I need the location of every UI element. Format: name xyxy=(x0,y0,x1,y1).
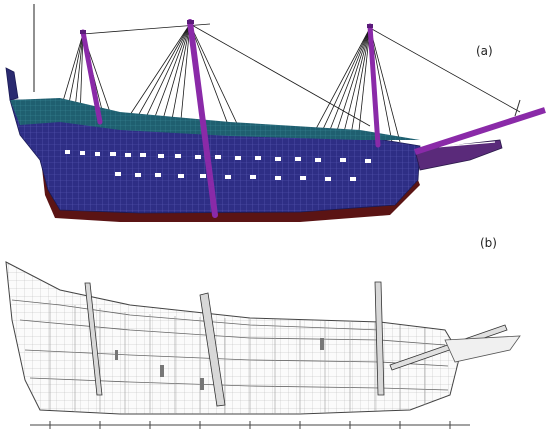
upper-deck xyxy=(10,98,420,140)
main-mast xyxy=(187,19,218,218)
ship-line-drawing xyxy=(5,261,521,429)
bowsprit xyxy=(414,107,546,155)
beakhead-b xyxy=(444,335,521,363)
masts-b xyxy=(84,281,385,407)
gun-ports xyxy=(65,150,371,181)
masts xyxy=(80,19,381,218)
mast-cap xyxy=(367,24,373,28)
mast-cap xyxy=(80,30,86,34)
hull-outline-b xyxy=(5,261,461,415)
panel-label-a: (a) xyxy=(476,44,493,58)
bowsprit-top xyxy=(514,99,521,117)
scale-bar xyxy=(30,421,470,429)
panel-label-b: (b) xyxy=(480,236,497,250)
ship-model-3d xyxy=(5,4,546,222)
stern-castle xyxy=(5,67,19,101)
hull-frames xyxy=(49,300,426,414)
mast-cap xyxy=(187,20,194,24)
mizzen-mast xyxy=(80,29,103,125)
beakhead xyxy=(414,139,503,171)
crew-figures xyxy=(115,338,324,390)
fore-mast xyxy=(367,23,381,148)
